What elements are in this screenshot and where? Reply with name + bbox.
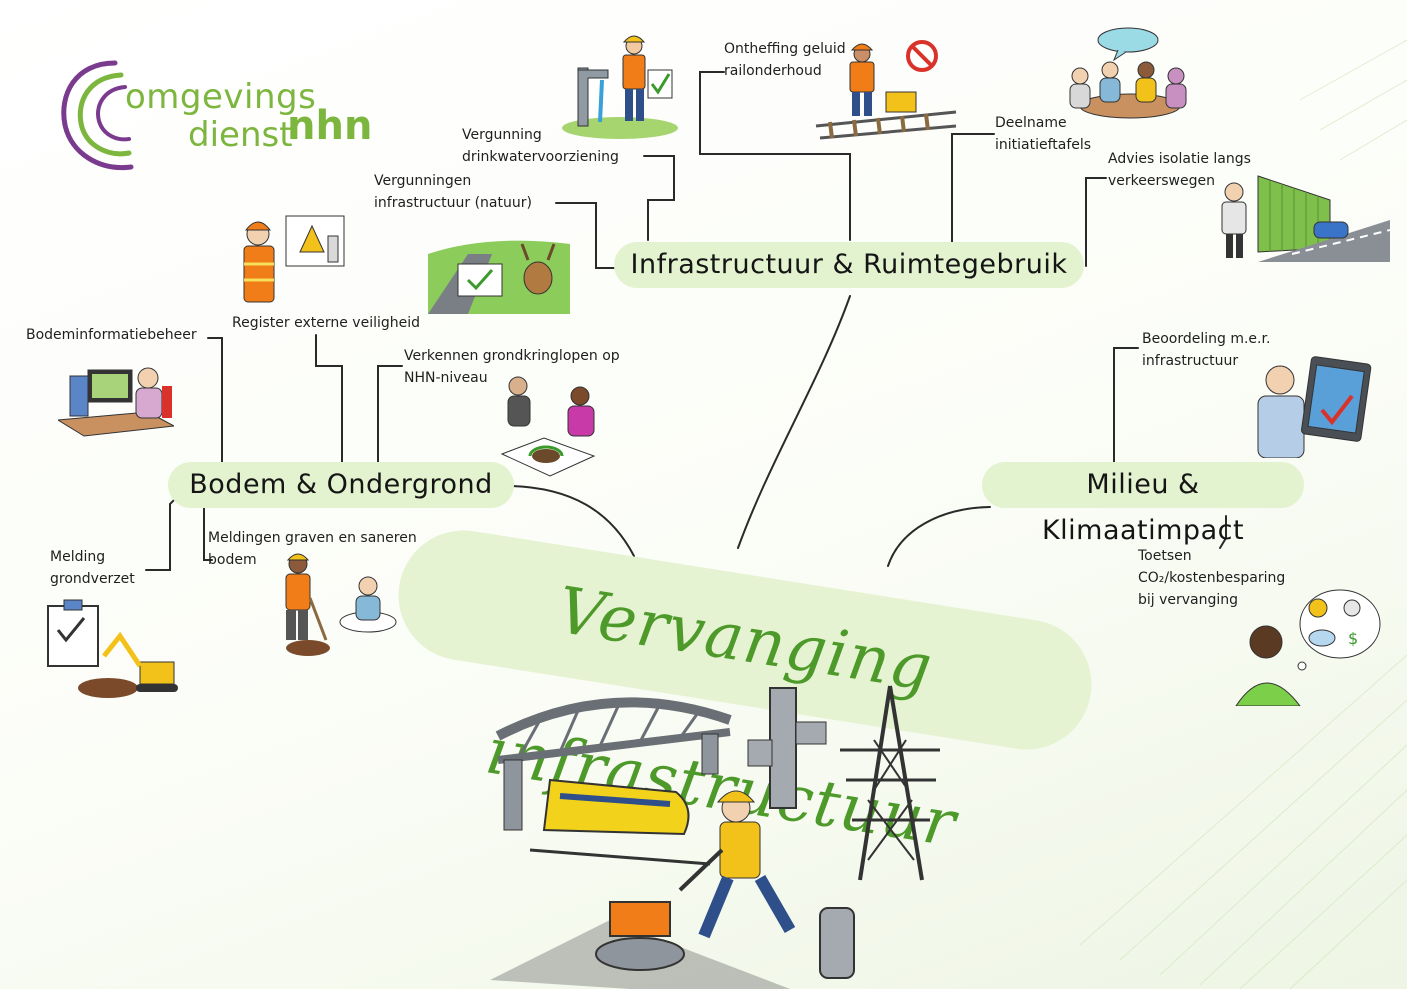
soil-cycle-illustration (500, 376, 596, 477)
topic-register-externe-veiligheid: Register externe veiligheid (232, 315, 421, 331)
topic-toetsen-co2: Toetsen CO₂/kostenbesparing bij vervangi… (1138, 548, 1286, 608)
noise-barrier-illustration (1221, 175, 1390, 262)
earthworks-notification-illustration (47, 599, 178, 698)
environmental-assessment-illustration (1257, 356, 1372, 458)
branch-milieu-klimaatimpact: Milieu & Klimaatimpact (982, 462, 1304, 546)
logo: omgevings dienst nhn (55, 55, 385, 175)
branch-bodem-ondergrond: Bodem & Ondergrond (168, 462, 514, 508)
drinkwater-worker-illustration (562, 35, 678, 139)
connector-grondkringlopen (377, 365, 403, 467)
nature-permit-illustration (428, 240, 570, 314)
connector-initiatieftafels (951, 133, 995, 247)
topic-graven-saneren: Meldingen graven en saneren bodem (208, 530, 417, 568)
checkmark-icon (650, 73, 671, 95)
connector-central-infrastructuur (737, 295, 851, 549)
dollar-icon: $ (1348, 629, 1358, 648)
external-safety-illustration (243, 215, 345, 303)
topic-grondkringlopen: Verkennen grondkringlopen op NHN-niveau (404, 348, 620, 386)
connector-graven (203, 503, 213, 561)
connector-grondverzet (145, 495, 179, 571)
connector-co2 (1219, 515, 1227, 549)
topic-melding-grondverzet: Melding grondverzet (50, 549, 135, 587)
topic-advies-isolatie: Advies isolatie langs verkeerswegen (1108, 151, 1251, 189)
topic-beoordeling-mer: Beoordeling m.e.r. infrastructuur (1142, 331, 1271, 369)
logo-brand: nhn (287, 103, 373, 149)
excavation-illustration (285, 553, 397, 656)
topic-vergunning-drinkwater: Vergunning drinkwatervoorziening (462, 127, 619, 165)
co2-cloud-icon (1308, 629, 1336, 647)
connector-isolatie (1085, 177, 1107, 267)
connector-mer (1113, 347, 1139, 463)
co2-thinking-illustration: $ (1235, 589, 1381, 706)
branch-infrastructuur-ruimtegebruik: Infrastructuur & Ruimtegebruik (614, 242, 1084, 288)
logo-wordmark-line1: omgevings (125, 77, 317, 117)
topic-deelname-initiatieftafels: Deelname initiatieftafels (995, 115, 1092, 153)
logo-wordmark-line2: dienst (188, 115, 293, 155)
connector-central-milieu (887, 506, 991, 567)
swirl-logo-icon (61, 60, 134, 171)
connector-ontheffing (699, 71, 851, 241)
topic-vergunningen-natuur: Vergunningen infrastructuur (natuur) (374, 173, 532, 211)
connector-natuur (555, 202, 617, 269)
connector-central-bodem (511, 485, 635, 557)
soil-information-illustration (58, 367, 174, 437)
connector-drinkwater (643, 155, 675, 241)
initiative-table-illustration (1069, 27, 1187, 119)
central-scene-illustration (490, 685, 940, 989)
connector-bodeminformatie (207, 337, 223, 467)
topic-bodeminformatiebeheer: Bodeminformatiebeheer (26, 327, 197, 343)
connector-externe-veiligheid (315, 334, 343, 467)
topic-ontheffing-geluid: Ontheffing geluid railonderhoud (724, 41, 846, 79)
rail-maintenance-illustration (815, 40, 957, 140)
hazard-sign-icon (299, 224, 325, 253)
lightbulb-icon (1308, 598, 1328, 618)
